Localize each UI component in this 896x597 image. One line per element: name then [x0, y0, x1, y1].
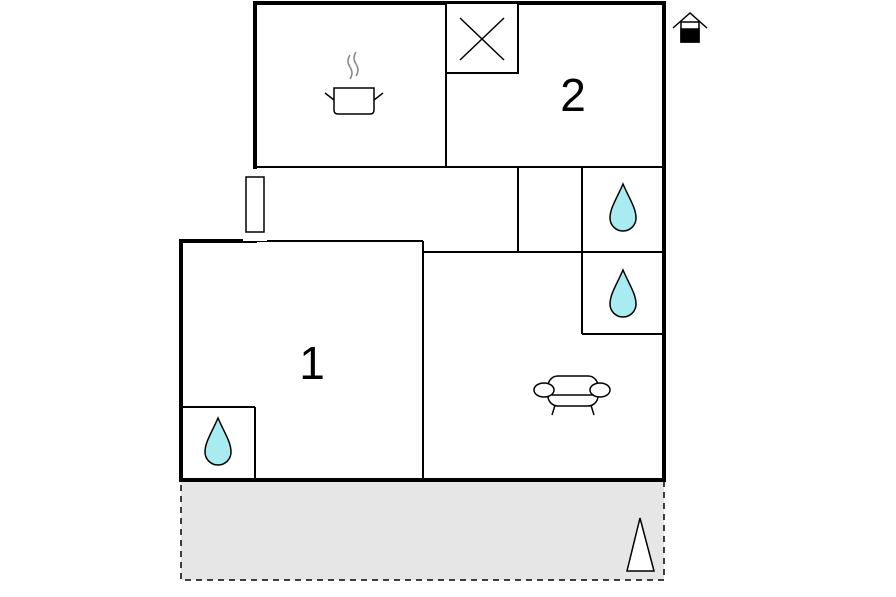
- house-entrance-icon: [672, 11, 708, 43]
- room-1-label: 1: [299, 337, 325, 389]
- cooking-pot-icon: [324, 51, 384, 115]
- interior-walls: [181, 3, 664, 480]
- triangle-icon: [626, 517, 655, 572]
- room-2-label: 2: [560, 69, 586, 121]
- water-drop-icon: [609, 268, 637, 318]
- stairs-cross-icon: [445, 2, 519, 74]
- water-drop-icon: [609, 182, 637, 232]
- water-drop-icon: [204, 416, 232, 466]
- sofa-icon: [533, 375, 611, 416]
- door-icon: [243, 169, 267, 241]
- terrace: [180, 479, 665, 581]
